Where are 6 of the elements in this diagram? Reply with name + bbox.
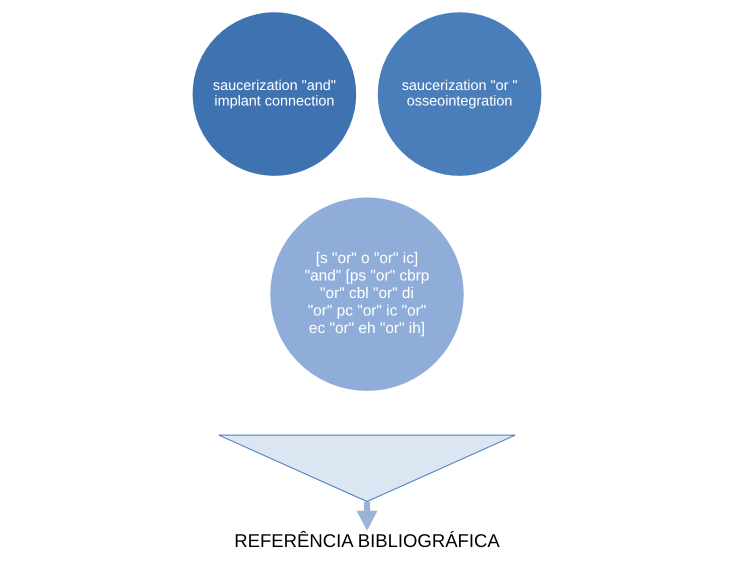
node-circle: saucerization "and" implant connection — [192, 12, 356, 176]
node-funnel — [218, 434, 516, 502]
node-text: REFERÊNCIA BIBLIOGRÁFICA — [234, 530, 500, 552]
node-circle: [s "or" o "or" ic] "and" [ps "or" cbrp "or" cbl "or" di "or" pc "or" ic "or" ec "or" eh "or" ih] — [270, 197, 464, 391]
node-circle: saucerization "or " osseointegration — [377, 12, 541, 176]
arrow — [356, 502, 377, 531]
